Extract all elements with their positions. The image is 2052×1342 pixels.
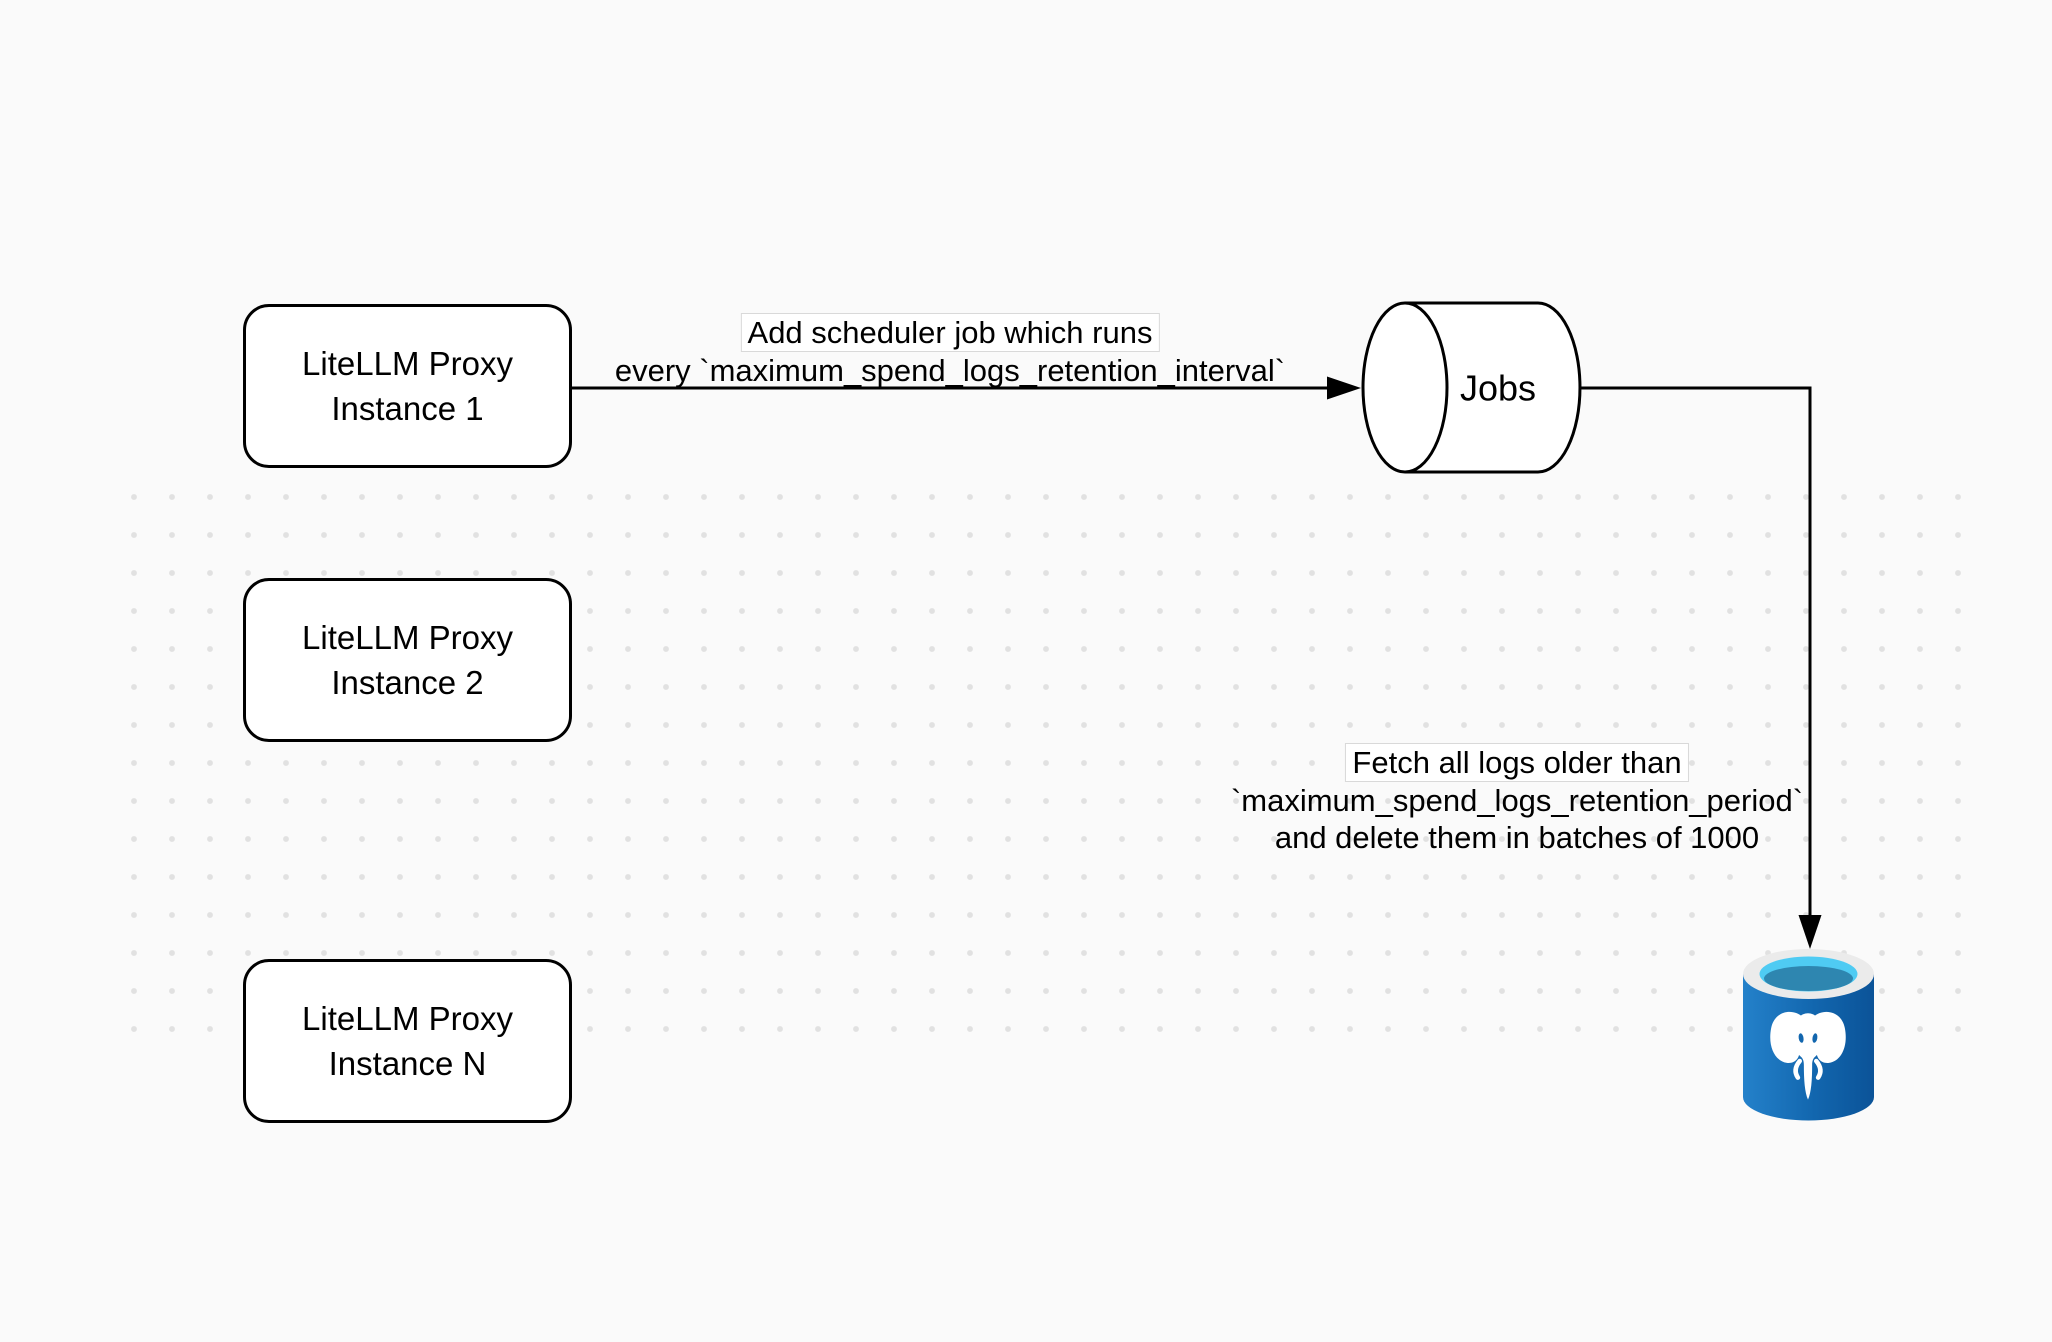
edge-label-add-scheduler: Add scheduler job which runs every `maxi…: [615, 313, 1285, 389]
node-label-line: Instance 2: [331, 664, 484, 701]
node-label-line: Instance 1: [331, 390, 484, 427]
node-litellm-proxy-instance-2: LiteLLM Proxy Instance 2: [243, 578, 572, 742]
postgres-cylinder-opening-shadow: [1764, 966, 1853, 991]
edge-label-line: `maximum_spend_logs_retention_period`: [1230, 783, 1804, 818]
node-jobs-cylinder-body: [1405, 301, 1582, 474]
arrowhead-right-icon: [1327, 376, 1361, 400]
edge-label-line: Fetch all logs older than: [1345, 743, 1689, 782]
node-label-line: Instance N: [328, 1045, 487, 1082]
node-jobs-label: Jobs: [1460, 368, 1536, 409]
node-label-line: LiteLLM Proxy: [302, 345, 513, 382]
edge-label-line: and delete them in batches of 1000: [1274, 820, 1760, 855]
edge-fetch-line: [1580, 386, 1812, 917]
edge-label-fetch-logs: Fetch all logs older than `maximum_spend…: [1231, 743, 1803, 856]
postgresql-elephant-icon: [1770, 1011, 1846, 1100]
node-jobs-cylinder-cap: [1361, 301, 1449, 474]
node-litellm-proxy-instance-1: LiteLLM Proxy Instance 1: [243, 304, 572, 468]
node-litellm-proxy-instance-n: LiteLLM Proxy Instance N: [243, 959, 572, 1123]
node-label-line: LiteLLM Proxy: [302, 1000, 513, 1037]
edge-label-line: Add scheduler job which runs: [740, 313, 1160, 352]
node-label-line: LiteLLM Proxy: [302, 619, 513, 656]
edge-label-line: every `maximum_spend_logs_retention_inte…: [614, 353, 1286, 388]
postgresql-database-icon: [1743, 949, 1874, 1121]
arrowhead-down-icon: [1798, 915, 1822, 949]
